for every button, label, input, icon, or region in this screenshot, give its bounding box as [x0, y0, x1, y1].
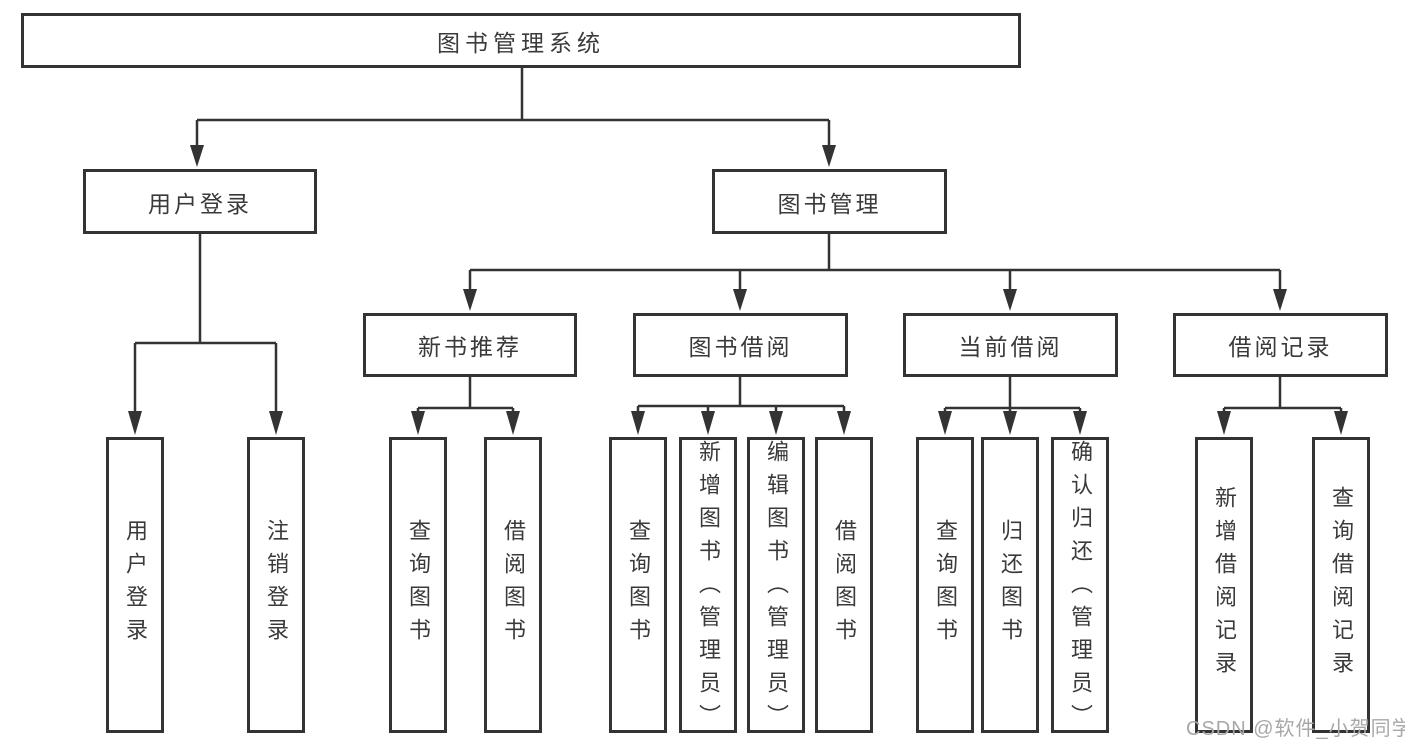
node-borrowing-records-label: 借阅记录: [1228, 334, 1333, 360]
leaf-cb-confirm-return-admin: 确认归还（管理员）: [1051, 437, 1109, 737]
leaf-nb-query-books: 查询图书: [389, 437, 447, 733]
node-book-management-label: 图书管理: [777, 190, 882, 217]
leaf-cb-query-books: 查询图书: [916, 437, 974, 733]
node-borrowing-records: 借阅记录: [1173, 313, 1388, 377]
leaf-nb-borrow-books: 借阅图书: [484, 437, 542, 733]
leaf-bb-edit-books-admin: 编辑图书（管理员）: [747, 437, 805, 737]
leaf-br-add-record: 新增借阅记录: [1195, 437, 1253, 733]
leaf-bb-borrow-books: 借阅图书: [815, 437, 873, 733]
node-current-borrowing-label: 当前借阅: [958, 334, 1063, 360]
leaf-cb-return-books: 归还图书: [981, 437, 1039, 733]
leaf-bb-add-books-admin: 新增图书（管理员）: [679, 437, 737, 737]
node-user-login: 用户登录: [83, 169, 317, 234]
leaf-logout-login: 注销登录: [247, 437, 305, 733]
node-user-login-label: 用户登录: [148, 190, 252, 217]
leaf-bb-query-books: 查询图书: [609, 437, 667, 733]
node-book-management: 图书管理: [712, 169, 947, 234]
leaf-user-login: 用户登录: [106, 437, 164, 733]
node-library-system-label: 图书管理系统: [437, 29, 605, 56]
node-new-book-recommend: 新书推荐: [363, 313, 577, 377]
node-book-borrowing: 图书借阅: [633, 313, 848, 377]
leaf-br-query-record: 查询借阅记录: [1312, 437, 1370, 733]
node-book-borrowing-label: 图书借阅: [688, 334, 793, 360]
watermark: CSDN @软件_小贺同学: [1186, 718, 1405, 740]
node-library-system: 图书管理系统: [21, 13, 1021, 68]
node-current-borrowing: 当前借阅: [903, 313, 1118, 377]
node-new-book-recommend-label: 新书推荐: [418, 334, 522, 360]
